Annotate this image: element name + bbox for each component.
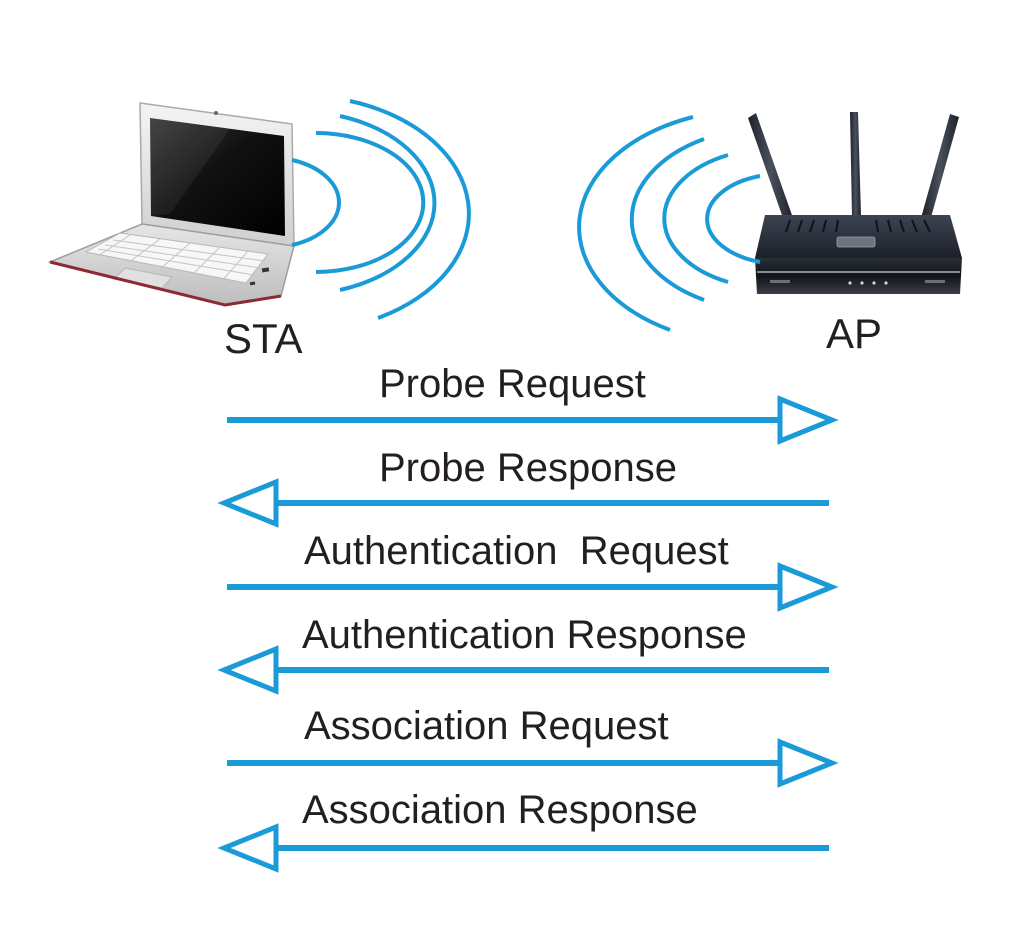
message-label-probe-response: Probe Response — [379, 446, 677, 490]
message-label-association-request: Association Request — [304, 704, 669, 748]
arrow-head — [777, 738, 839, 788]
arrow-association-response — [217, 823, 829, 873]
message-label-authentication-request: Authentication Request — [304, 529, 729, 573]
arrow-head — [777, 395, 839, 445]
arrow-head — [217, 478, 279, 528]
arrow-head — [777, 562, 839, 612]
router-icon — [748, 112, 962, 294]
station-label: STA — [224, 315, 303, 362]
message-label-authentication-response: Authentication Response — [302, 613, 747, 657]
arrow-association-request — [227, 738, 839, 788]
wireless-waves-icon — [291, 99, 761, 332]
message-label-probe-request: Probe Request — [379, 362, 646, 406]
laptop-icon — [47, 102, 295, 307]
arrow-authentication-response — [217, 645, 829, 695]
arrow-authentication-request — [227, 562, 839, 612]
arrow-head — [217, 823, 279, 873]
message-arrows — [217, 395, 839, 873]
arrow-head — [217, 645, 279, 695]
arrow-probe-response — [217, 478, 829, 528]
arrow-probe-request — [227, 395, 839, 445]
message-label-association-response: Association Response — [302, 788, 698, 832]
ap-label: AP — [826, 310, 883, 357]
